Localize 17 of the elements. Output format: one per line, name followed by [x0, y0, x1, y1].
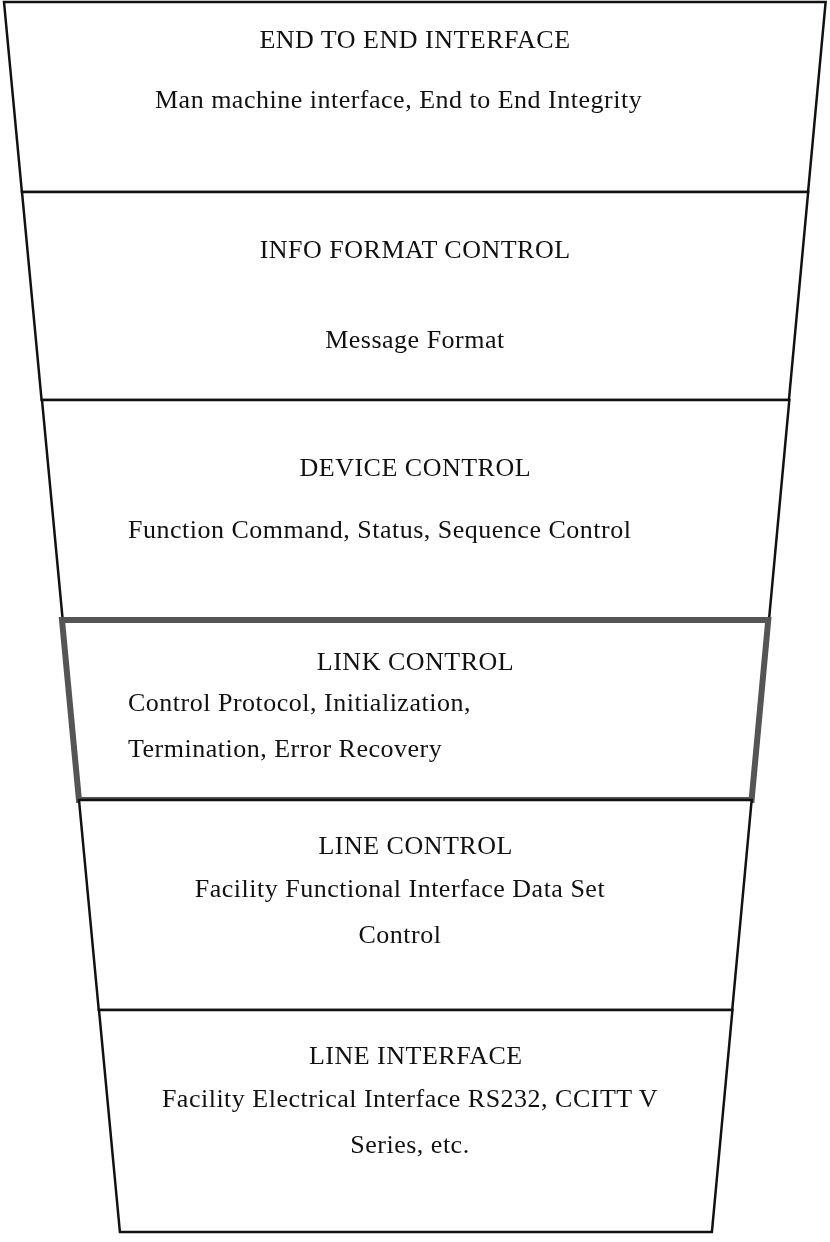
layer-description: Message Format — [324, 324, 506, 356]
layer-description: Facility Electrical Interface RS232, CCITT V Series, etc. — [160, 1083, 660, 1161]
layer-title: DEVICE CONTROL — [298, 452, 533, 484]
funnel-layer — [4, 2, 826, 192]
layer-title: INFO FORMAT CONTROL — [258, 234, 572, 266]
layer-description: Function Command, Status, Sequence Control — [128, 514, 633, 546]
funnel-layer — [79, 800, 752, 1010]
funnel-layer — [41, 400, 789, 620]
layer-title: LINE INTERFACE — [307, 1040, 524, 1072]
layer-title: LINE CONTROL — [317, 830, 514, 862]
funnel-layer — [22, 192, 809, 400]
layer-description: Man machine interface, End to End Integrity — [155, 84, 644, 116]
layer-description: Control Protocol, Initialization, Termination, Error Recovery — [128, 687, 472, 765]
layer-title: END TO END INTERFACE — [258, 24, 572, 56]
layer-title: LINK CONTROL — [315, 646, 516, 678]
funnel-layer — [99, 1010, 733, 1232]
layer-description: Facility Functional Interface Data Set Control — [193, 873, 607, 951]
